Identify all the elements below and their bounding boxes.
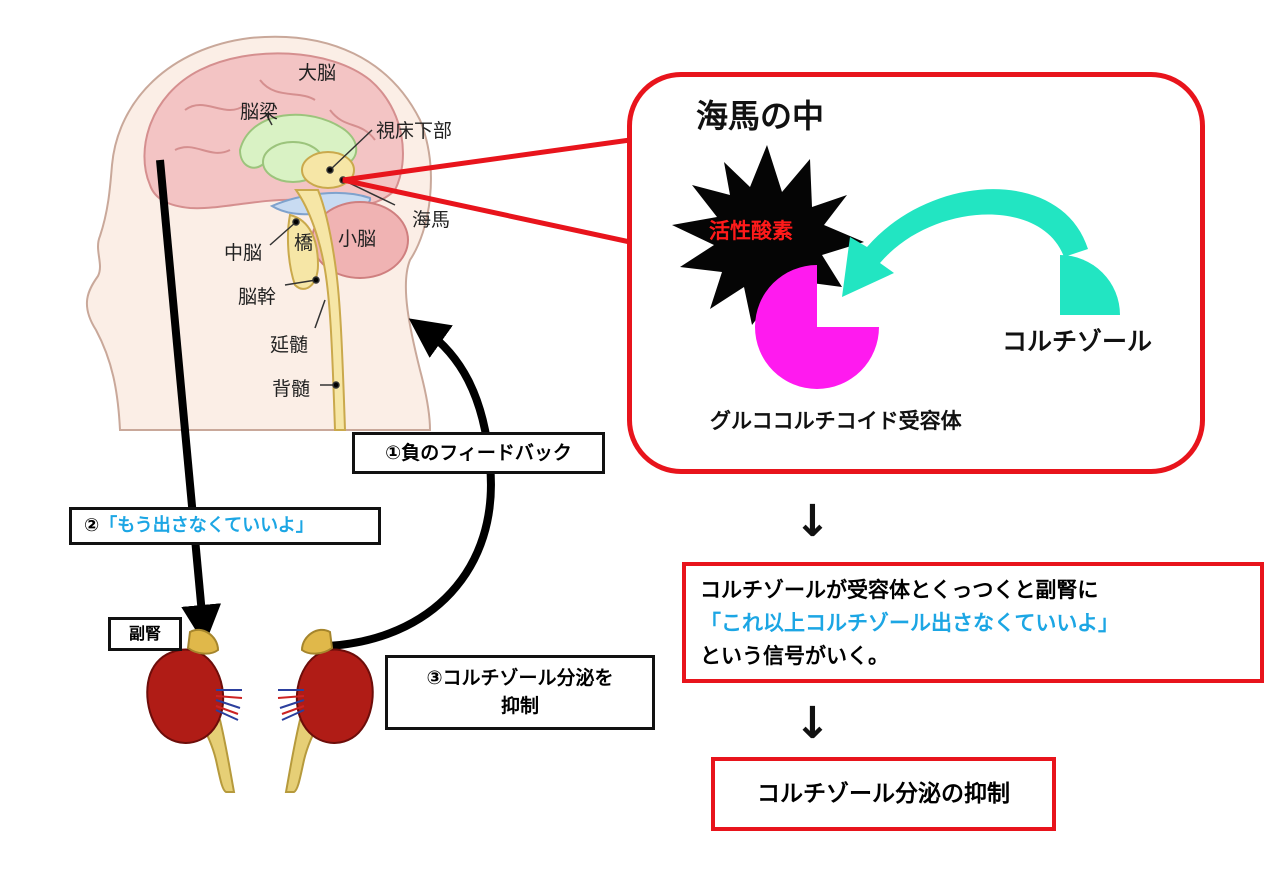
- cortisol-label: コルチゾール: [1002, 327, 1153, 356]
- kidneys-illustration: [146, 628, 374, 793]
- step2-message: 「もう出さなくていいよ」: [99, 515, 314, 536]
- label-corpus-callosum: 脳梁: [240, 101, 279, 123]
- step1-text: ①負のフィードバック: [385, 442, 572, 464]
- ros-label: 活性酸素: [709, 219, 793, 243]
- right-kidney: [277, 628, 374, 793]
- curved-arrow-icon: [842, 189, 1088, 297]
- cortisol-shape: [1060, 255, 1120, 315]
- explanation-line1: コルチゾールが受容体とくっつくと副腎に: [700, 578, 1099, 602]
- step2-prefix: ②: [84, 515, 100, 536]
- hippocampus-panel: 海馬の中 活性酸素 コルチゾール グルココルチコイド受容体: [627, 72, 1205, 474]
- label-cerebellum: 小脳: [338, 228, 377, 250]
- result-box: コルチゾール分泌の抑制: [711, 757, 1056, 831]
- step3-suppression-box: ③コルチゾール分泌を 抑制: [385, 655, 655, 730]
- brainstem-shape: [286, 189, 347, 431]
- step3-line1: ③コルチゾール分泌を: [426, 667, 614, 689]
- feedback-curved-arrow: [327, 318, 495, 650]
- left-kidney: [146, 628, 243, 793]
- explanation-line2: 「これ以上コルチゾール出さなくていいよ」: [700, 611, 1119, 635]
- down-arrow-icon-2: ↓: [794, 698, 831, 749]
- result-text: コルチゾール分泌の抑制: [757, 781, 1010, 807]
- label-pons: 橋: [294, 232, 314, 254]
- receptor-shape: [755, 265, 879, 389]
- zoom-lines: [342, 137, 633, 246]
- label-spinal-cord: 背髄: [272, 378, 311, 400]
- hippocampus-panel-title: 海馬の中: [696, 97, 825, 135]
- label-hippocampus: 海馬: [412, 209, 451, 231]
- explanation-line3: という信号がいく。: [700, 644, 889, 668]
- step3-line2: 抑制: [500, 695, 539, 717]
- label-medulla: 延髄: [270, 334, 309, 356]
- signal-arrow-down: [156, 159, 222, 645]
- down-arrow-icon-1: ↓: [794, 496, 831, 547]
- label-brainstem: 脳幹: [238, 286, 277, 308]
- label-cerebrum: 大脳: [298, 62, 337, 84]
- explanation-box: コルチゾールが受容体とくっつくと副腎に 「これ以上コルチゾール出さなくていいよ」…: [682, 562, 1264, 683]
- receptor-label: グルココルチコイド受容体: [710, 409, 962, 433]
- adrenal-label: 副腎: [128, 624, 161, 643]
- label-hypothalamus: 視床下部: [376, 120, 453, 142]
- step2-message-box: ②「もう出さなくていいよ」: [69, 507, 381, 545]
- step1-feedback-box: ①負のフィードバック: [352, 432, 605, 474]
- hippocampus-panel-graphics: [672, 145, 1120, 389]
- adrenal-label-box: 副腎: [108, 617, 182, 651]
- label-midbrain: 中脳: [224, 242, 263, 264]
